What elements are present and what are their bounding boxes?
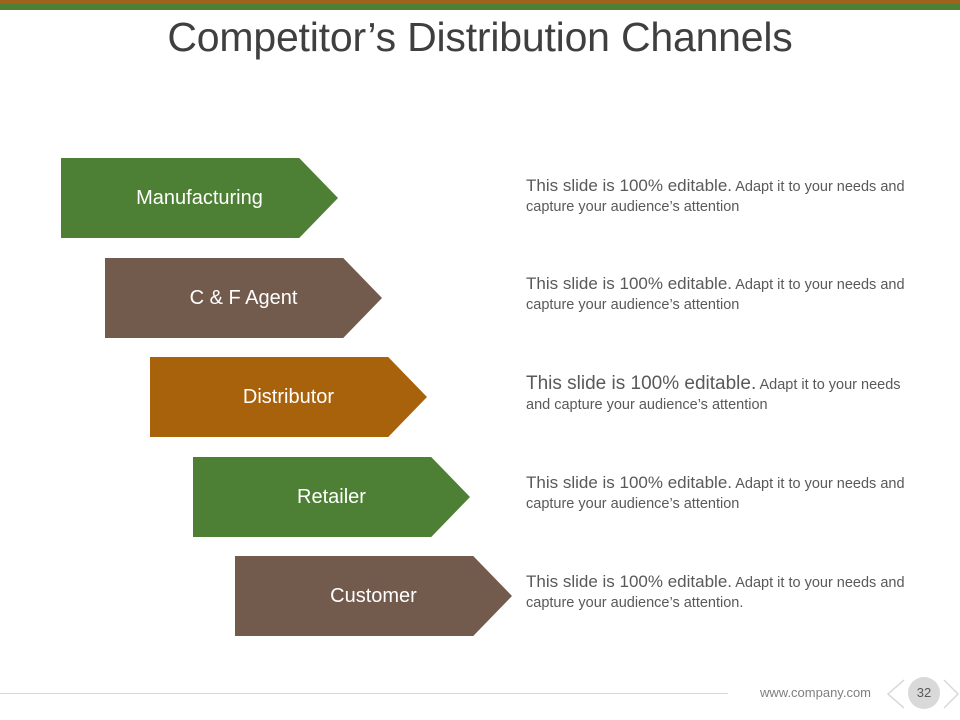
footer-divider bbox=[0, 693, 728, 694]
page-navigator: 32 bbox=[884, 676, 960, 712]
channel-description-customer: This slide is 100% editable. Adapt it to… bbox=[526, 572, 906, 613]
channel-label-distributor: Distributor bbox=[242, 386, 335, 408]
slide-title: Competitor’s Distribution Channels bbox=[167, 14, 793, 60]
description-rest: Adapt it to your needs and capture your … bbox=[526, 575, 905, 611]
description-rest: Adapt it to your needs and capture your … bbox=[526, 277, 905, 313]
description-lead: This slide is 100% editable. bbox=[526, 274, 733, 293]
channel-description-manufacturing: This slide is 100% editable. Adapt it to… bbox=[526, 176, 906, 217]
channel-description-distributor: This slide is 100% editable. Adapt it to… bbox=[526, 374, 916, 415]
channel-label-manufacturing: Manufacturing bbox=[136, 187, 263, 209]
description-lead: This slide is 100% editable. bbox=[526, 473, 733, 492]
channel-arrow-retailer: Retailer bbox=[193, 457, 470, 537]
description-rest: Adapt it to your needs and capture your … bbox=[526, 377, 901, 413]
description-lead: This slide is 100% editable. bbox=[526, 176, 733, 195]
channel-arrow-customer: Customer bbox=[235, 556, 512, 636]
channel-description-cf-agent: This slide is 100% editable. Adapt it to… bbox=[526, 274, 906, 315]
description-rest: Adapt it to your needs and capture your … bbox=[526, 476, 905, 512]
channel-arrow-manufacturing: Manufacturing bbox=[61, 158, 338, 238]
page-nav-chevrons-icon bbox=[886, 679, 960, 709]
top-accent-bar-green bbox=[0, 4, 960, 10]
description-lead: This slide is 100% editable. bbox=[526, 373, 757, 394]
channel-arrow-distributor: Distributor bbox=[150, 357, 427, 437]
channel-label-retailer: Retailer bbox=[297, 486, 366, 508]
channel-label-cf-agent: C & F Agent bbox=[189, 287, 298, 309]
channel-label-customer: Customer bbox=[330, 585, 417, 607]
page-number: 32 bbox=[916, 685, 932, 700]
footer-url: www.company.com bbox=[760, 685, 872, 700]
channel-description-retailer: This slide is 100% editable. Adapt it to… bbox=[526, 473, 906, 514]
page-number-badge bbox=[908, 677, 940, 709]
description-rest: Adapt it to your needs and capture your … bbox=[526, 179, 905, 215]
description-lead: This slide is 100% editable. bbox=[526, 572, 733, 591]
top-accent-bar-brown bbox=[0, 0, 960, 4]
channel-arrow-cf-agent: C & F Agent bbox=[105, 258, 382, 338]
